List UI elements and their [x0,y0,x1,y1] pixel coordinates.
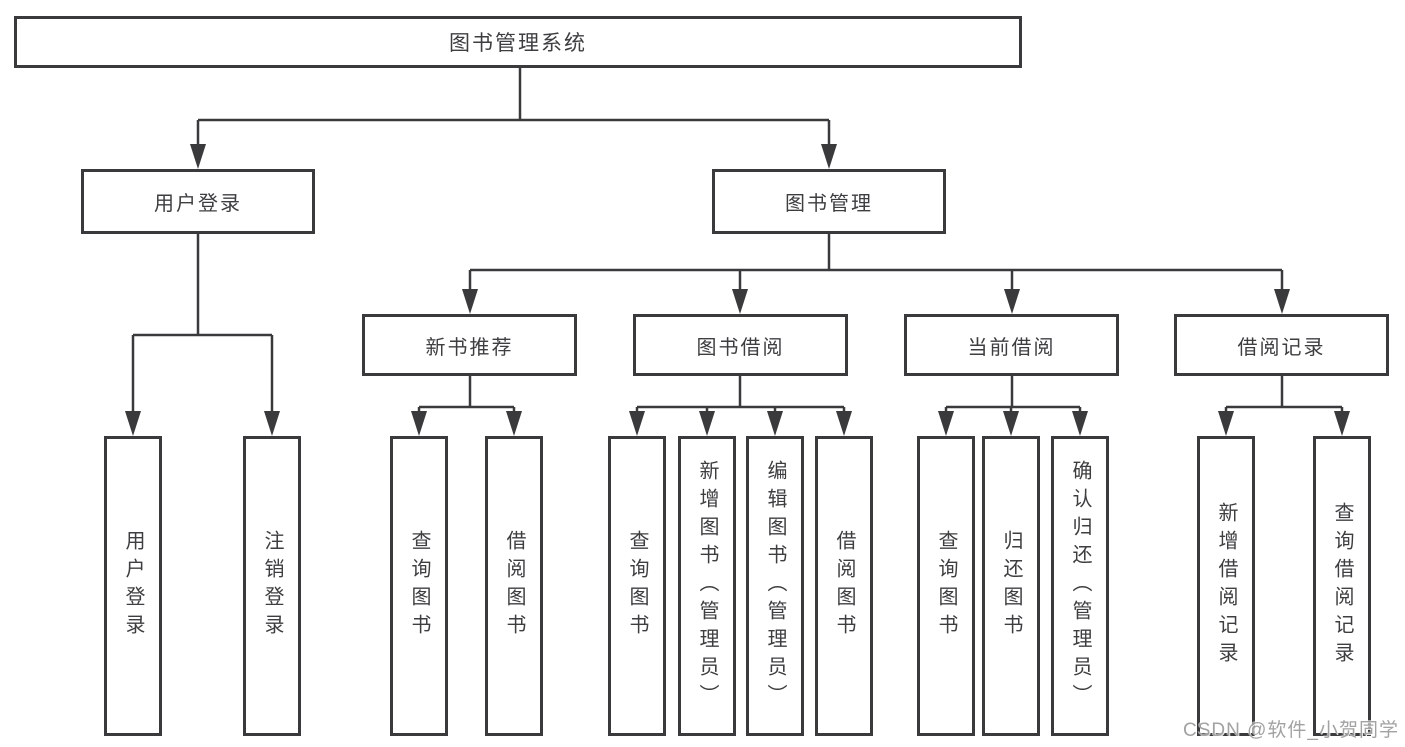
node-label: 图书借阅 [696,336,785,359]
node-label: 归还图书 [1000,530,1022,642]
node-label: 查询图书 [626,530,648,642]
node-leaf-query-borrow-record: 查询借阅记录 [1313,436,1371,736]
node-label: 新增借阅记录 [1215,502,1237,670]
node-book-borrowing: 图书借阅 [633,314,848,376]
node-leaf-borrow-book: 借阅图书 [815,436,873,736]
node-leaf-user-login: 用户登录 [104,436,162,736]
node-leaf-add-borrow-record: 新增借阅记录 [1197,436,1255,736]
node-label: 编辑图书（管理员） [764,460,786,712]
node-leaf-borrow-book-recommend: 借阅图书 [485,436,543,736]
node-label: 用户登录 [154,193,242,215]
node-borrowing-records: 借阅记录 [1174,314,1389,376]
node-library-system: 图书管理系统 [14,16,1022,68]
node-label: 用户登录 [122,530,144,642]
node-label: 图书管理 [785,193,873,215]
node-label: 查询图书 [935,530,957,642]
node-book-management: 图书管理 [712,169,946,234]
node-label: 注销登录 [261,530,283,642]
node-label: 查询借阅记录 [1331,502,1353,670]
node-leaf-query-books-current: 查询图书 [917,436,975,736]
node-leaf-query-books-recommend: 查询图书 [390,436,448,736]
node-new-book-recommend: 新书推荐 [362,314,577,376]
node-leaf-confirm-return-admin: 确认归还（管理员） [1051,436,1109,736]
node-current-borrowing: 当前借阅 [904,314,1119,376]
node-user-login: 用户登录 [81,169,315,234]
node-label: 借阅图书 [833,530,855,642]
node-leaf-logout: 注销登录 [243,436,301,736]
node-label: 查询图书 [408,530,430,642]
node-label: 当前借阅 [967,336,1056,359]
node-label: 图书管理系统 [449,32,587,55]
node-label: 借阅图书 [503,530,525,642]
node-leaf-query-books: 查询图书 [608,436,666,736]
node-label: 借阅记录 [1237,336,1326,359]
csdn-watermark: CSDN @软件_小贺同学 [1183,720,1399,741]
node-label: 新增图书（管理员） [696,460,718,712]
node-label: 新书推荐 [425,336,514,359]
node-leaf-add-book-admin: 新增图书（管理员） [678,436,736,736]
node-leaf-edit-book-admin: 编辑图书（管理员） [746,436,804,736]
node-label: 确认归还（管理员） [1069,460,1091,712]
node-leaf-return-book: 归还图书 [982,436,1040,736]
